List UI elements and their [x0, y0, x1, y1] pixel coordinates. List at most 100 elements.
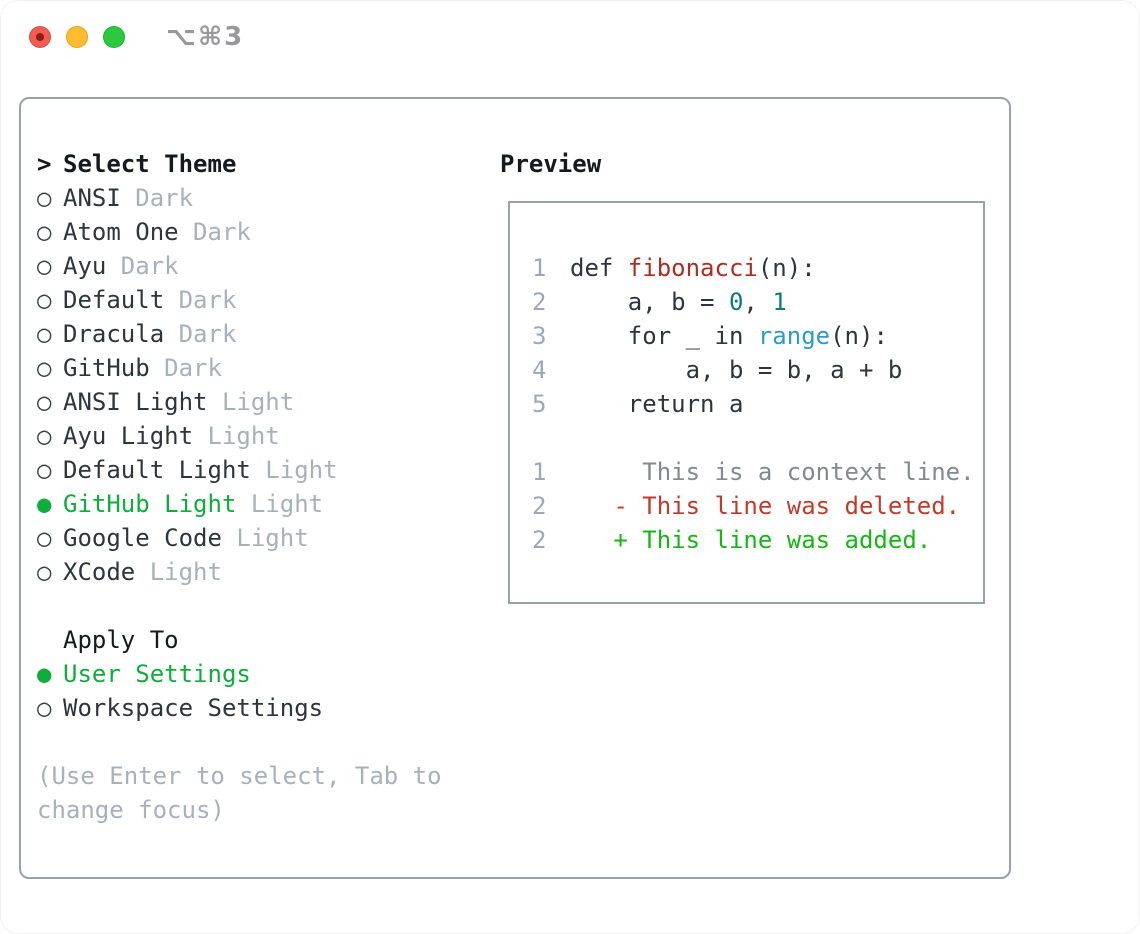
- line-number: 3: [532, 322, 547, 350]
- preview-code-line: 4 a, b = b, a + b: [532, 353, 983, 387]
- prompt-caret-icon: >: [37, 150, 52, 178]
- apply-to-header: Apply To: [37, 623, 442, 657]
- radio-unselected-icon: ○: [37, 422, 52, 450]
- theme-name: Default: [63, 286, 179, 314]
- theme-option[interactable]: ○ Ayu Light Light: [37, 419, 442, 453]
- theme-variant: Light: [250, 490, 324, 518]
- theme-variant: Light: [221, 388, 295, 416]
- line-number: 1: [532, 458, 547, 486]
- line-number: 2: [532, 288, 547, 316]
- code-segment-num: 1: [772, 288, 787, 316]
- preview-code-line: 5 return a: [532, 387, 983, 421]
- theme-name: ANSI Light: [63, 388, 222, 416]
- radio-selected-icon: ●: [37, 660, 52, 688]
- line-number: 4: [532, 356, 547, 384]
- code-segment-func: fibonacci: [627, 254, 758, 282]
- select-theme-label: Select Theme: [63, 150, 237, 178]
- zoom-button[interactable]: [103, 26, 125, 48]
- theme-name: GitHub Light: [63, 490, 251, 518]
- code-segment-code: (n):: [830, 322, 888, 350]
- radio-unselected-icon: ○: [37, 354, 52, 382]
- code-segment-code: ,: [743, 288, 773, 316]
- radio-unselected-icon: ○: [37, 252, 52, 280]
- code-segment-code: for _ in: [570, 322, 758, 350]
- theme-name: Dracula: [63, 320, 179, 348]
- close-button[interactable]: [29, 26, 51, 48]
- preview-code-line: 1 This is a context line.: [532, 455, 983, 489]
- apply-to-option[interactable]: ● User Settings: [37, 657, 442, 691]
- theme-option[interactable]: ○ Ayu Dark: [37, 249, 442, 283]
- theme-variant: Light: [236, 524, 309, 552]
- code-segment-context: This is a context line.: [570, 458, 975, 486]
- theme-option[interactable]: ○ Atom One Dark: [37, 215, 442, 249]
- radio-unselected-icon: ○: [37, 320, 52, 348]
- theme-option[interactable]: ○GitHub Dark: [37, 351, 442, 385]
- code-segment-added: + This line was added.: [570, 526, 932, 554]
- theme-option[interactable]: ○ ANSI Dark: [37, 181, 442, 215]
- theme-variant: Light: [149, 558, 222, 586]
- theme-variant: Dark: [178, 286, 237, 314]
- preview-code-line: 2 - This line was deleted.: [532, 489, 983, 523]
- code-segment-code: a, b =: [570, 288, 729, 316]
- minimize-button[interactable]: [66, 26, 88, 48]
- line-number: 5: [532, 390, 547, 418]
- select-theme-header: > Select Theme: [37, 147, 442, 181]
- radio-selected-icon: ●: [37, 490, 52, 518]
- radio-unselected-icon: ○: [37, 524, 52, 552]
- theme-picker-panel: >Select Theme ○ANSI Dark○Atom One Dark○A…: [19, 97, 1011, 879]
- theme-variant: Dark: [120, 252, 179, 280]
- apply-to-option-label: User Settings: [63, 660, 251, 688]
- hint-line: (Use Enter to select, Tab to: [37, 762, 442, 790]
- radio-unselected-icon: ○: [37, 184, 52, 212]
- code-segment-builtin: range: [757, 322, 831, 350]
- theme-selector: >Select Theme ○ANSI Dark○Atom One Dark○A…: [37, 147, 442, 827]
- theme-name: Ayu Light: [63, 422, 208, 450]
- theme-option[interactable]: ○ Google Code Light: [37, 521, 442, 555]
- titlebar: ⌥⌘3: [0, 0, 1140, 75]
- preview-code-line: [532, 421, 983, 455]
- theme-name: Google Code: [63, 524, 237, 552]
- theme-variant: Light: [265, 456, 338, 484]
- preview-code-line: 3 for _ in range(n):: [532, 319, 983, 353]
- theme-name: XCode: [63, 558, 150, 586]
- theme-variant: Dark: [135, 184, 194, 212]
- theme-name: Atom One: [63, 218, 194, 246]
- window-title: ⌥⌘3: [166, 22, 245, 52]
- hint-block: (Use Enter to select, Tab to change focu…: [37, 759, 442, 827]
- theme-option[interactable]: ○ Default Dark: [37, 283, 442, 317]
- theme-variant: Light: [207, 422, 280, 450]
- radio-unselected-icon: ○: [37, 694, 52, 722]
- radio-unselected-icon: ○: [37, 286, 52, 314]
- theme-option[interactable]: ○ XCode Light: [37, 555, 442, 589]
- theme-option[interactable]: ● GitHub Light Light: [37, 487, 442, 521]
- apply-to-section: Apply To ● User Settings ○ Workspace Settin…: [37, 623, 442, 725]
- theme-option[interactable]: ○ Dracula Dark: [37, 317, 442, 351]
- theme-name: Ayu: [63, 252, 121, 280]
- theme-name: ANSI: [63, 184, 136, 212]
- preview-title: Preview: [500, 150, 602, 178]
- apply-to-option[interactable]: ○ Workspace Settings: [37, 691, 442, 725]
- theme-option[interactable]: ○ ANSI Light Light: [37, 385, 442, 419]
- line-number: 2: [532, 492, 547, 520]
- radio-unselected-icon: ○: [37, 456, 52, 484]
- code-segment-code: return a: [570, 390, 744, 418]
- theme-list: ○ ANSI Dark ○ Atom One Dark ○ Ayu Dark ○ Defaul…: [37, 181, 442, 589]
- line-number: 1: [532, 254, 547, 282]
- code-segment-code: def: [570, 254, 628, 282]
- preview-code-line: 2 a, b = 0, 1: [532, 285, 983, 319]
- hint-line: change focus): [37, 796, 225, 824]
- theme-variant: Dark: [193, 218, 251, 246]
- code-segment-num: 0: [728, 288, 744, 316]
- radio-unselected-icon: ○: [37, 388, 52, 416]
- theme-option[interactable]: ○ Default Light Light: [37, 453, 442, 487]
- apply-to-label: Apply To: [63, 626, 179, 654]
- radio-unselected-icon: ○: [37, 558, 52, 586]
- code-segment-code: a, b = b, a + b: [570, 356, 903, 384]
- apply-to-option-label: Workspace Settings: [63, 694, 324, 722]
- theme-name: Default Light: [63, 456, 266, 484]
- radio-unselected-icon: ○: [37, 218, 52, 246]
- theme-variant: Dark: [178, 320, 237, 348]
